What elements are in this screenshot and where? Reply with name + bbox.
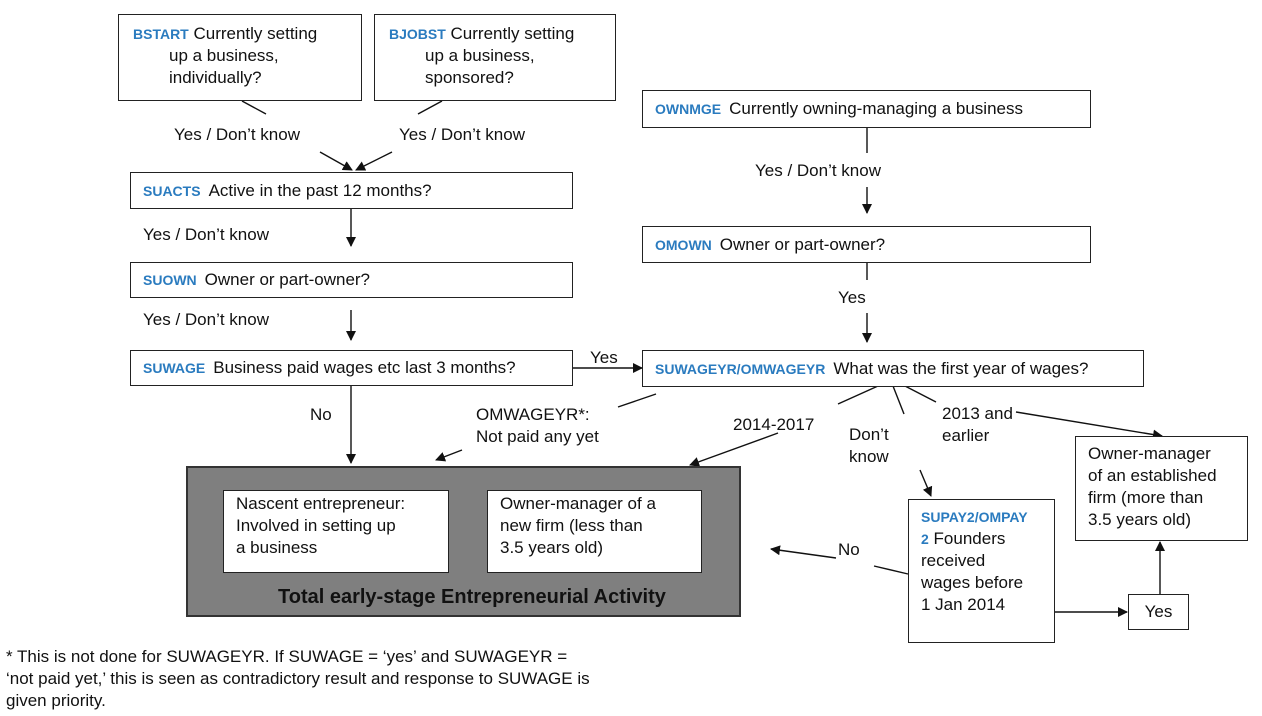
suown-text: Owner or part-owner? — [204, 270, 371, 289]
footnote-line2: ‘not paid yet,’ this is seen as contradi… — [6, 669, 590, 688]
suwage-code: SUWAGE — [143, 360, 206, 376]
label-dont-know-line1: Don’t — [849, 425, 889, 444]
suacts-box: SUACTS Active in the past 12 months? — [130, 172, 573, 209]
label-suwage-no: No — [310, 405, 332, 424]
bstart-line3: individually? — [169, 68, 262, 87]
connector-bstart-arrow — [319, 151, 353, 171]
bjobst-line3: sponsored? — [425, 68, 514, 87]
omown-text: Owner or part-owner? — [719, 234, 886, 254]
supay2-code-line1: SUPAY2/OMPAY — [921, 509, 1028, 525]
label-2013-line2: earlier — [942, 426, 990, 445]
bjobst-line1: Currently setting — [450, 24, 575, 43]
ownmge-code: OWNMGE — [655, 101, 722, 117]
connector-bjobst-arrow — [355, 151, 393, 171]
bstart-line1: Currently setting — [193, 24, 318, 43]
suwage-text: Business paid wages etc last 3 months? — [213, 358, 516, 377]
established-line4: 3.5 years old) — [1088, 510, 1191, 529]
label-omown-yes: Yes — [838, 288, 866, 307]
newfirm-line1: Owner-manager of a — [500, 494, 656, 513]
bstart-code: BSTART — [133, 26, 189, 42]
omown-code: OMOWN — [655, 236, 712, 253]
label-2014-2017: 2014-2017 — [733, 415, 815, 434]
label-supay-no: No — [838, 540, 860, 559]
ownmge-box: OWNMGE Currently owning-managing a busin… — [642, 90, 1091, 128]
suacts-text: Active in the past 12 months? — [208, 180, 432, 200]
suwage-box: SUWAGE Business paid wages etc last 3 mo… — [130, 350, 573, 386]
connector-2014-arrow — [689, 432, 779, 467]
suown-box: SUOWN Owner or part-owner? — [130, 262, 573, 298]
footnote: * This is not done for SUWAGEYR. If SUWA… — [6, 646, 666, 712]
suwageyr-code: SUWAGEYR/OMWAGEYR — [655, 360, 826, 377]
bstart-box: BSTART Currently setting up a business, … — [118, 14, 362, 101]
label-bstart-yes: Yes / Don’t know — [174, 125, 300, 144]
label-ownmge-yes: Yes / Don’t know — [755, 161, 881, 180]
supay2-line3: wages before — [921, 573, 1024, 592]
newfirm-line3: 3.5 years old) — [500, 538, 603, 557]
connector-notpaid-arrow — [435, 449, 463, 462]
suwageyr-text: What was the first year of wages? — [833, 358, 1089, 378]
supay2-line4: 1 Jan 2014 — [921, 595, 1006, 614]
tea-box: Nascent entrepreneur: Involved in settin… — [186, 466, 741, 617]
suacts-code: SUACTS — [143, 182, 201, 199]
connector-bstart — [241, 100, 267, 115]
label-omwageyr-line1: OMWAGEYR*: — [476, 405, 590, 424]
label-2013-line1: 2013 and — [942, 404, 1013, 423]
bstart-line2: up a business, — [169, 46, 279, 65]
supay2-box: SUPAY2/OMPAY 2 Founders received wages b… — [908, 499, 1055, 643]
suwageyr-box: SUWAGEYR/OMWAGEYR What was the first yea… — [642, 350, 1144, 387]
connector-2014-top — [837, 385, 879, 405]
footnote-line3: given priority. — [6, 691, 106, 710]
connector-dontknow-top — [892, 385, 905, 415]
label-suacts-yes: Yes / Don’t know — [143, 225, 269, 244]
connector-dontknow-arrow — [919, 469, 933, 497]
nascent-entrepreneur-box: Nascent entrepreneur: Involved in settin… — [223, 490, 449, 573]
bjobst-box: BJOBST Currently setting up a business, … — [374, 14, 616, 101]
tea-title: Total early-stage Entrepreneurial Activi… — [278, 586, 666, 608]
nascent-line1: Nascent entrepreneur: — [236, 494, 406, 513]
nascent-line3: a business — [236, 538, 318, 557]
newfirm-line2: new firm (less than — [500, 516, 643, 535]
connector-notpaid-top — [617, 393, 657, 408]
connector-earlier-arrow — [1015, 411, 1163, 440]
bjobst-line2: up a business, — [425, 46, 535, 65]
established-line2: of an established — [1088, 466, 1217, 485]
supay2-line2: received — [921, 551, 986, 570]
connector-earlier-top — [904, 385, 937, 403]
omown-box: OMOWN Owner or part-owner? — [642, 226, 1091, 263]
suown-code: SUOWN — [143, 272, 197, 288]
supay2-code-line2: 2 — [921, 531, 929, 547]
label-suwage-yes: Yes — [590, 348, 618, 367]
label-dont-know-line2: know — [849, 447, 889, 466]
supay2-line1: Founders — [933, 529, 1006, 548]
ownmge-text: Currently owning-managing a business — [729, 99, 1023, 118]
label-suown-yes: Yes / Don’t know — [143, 310, 269, 329]
established-firm-box: Owner-manager of an established firm (mo… — [1075, 436, 1248, 541]
footnote-line1: * This is not done for SUWAGEYR. If SUWA… — [6, 647, 568, 666]
label-omwageyr-line2: Not paid any yet — [476, 427, 599, 446]
yes-box-text: Yes — [1144, 602, 1173, 621]
bjobst-code: BJOBST — [389, 26, 446, 42]
new-firm-box: Owner-manager of a new firm (less than 3… — [487, 490, 702, 573]
nascent-line2: Involved in setting up — [236, 516, 396, 535]
yes-box: Yes — [1128, 594, 1189, 630]
established-line1: Owner-manager — [1088, 444, 1211, 463]
connector-supay-no-arrow — [770, 545, 837, 559]
connector-bjobst — [417, 100, 443, 115]
connector-supay-no-right — [873, 565, 909, 575]
established-line3: firm (more than — [1088, 488, 1204, 507]
label-bjobst-yes: Yes / Don’t know — [399, 125, 525, 144]
